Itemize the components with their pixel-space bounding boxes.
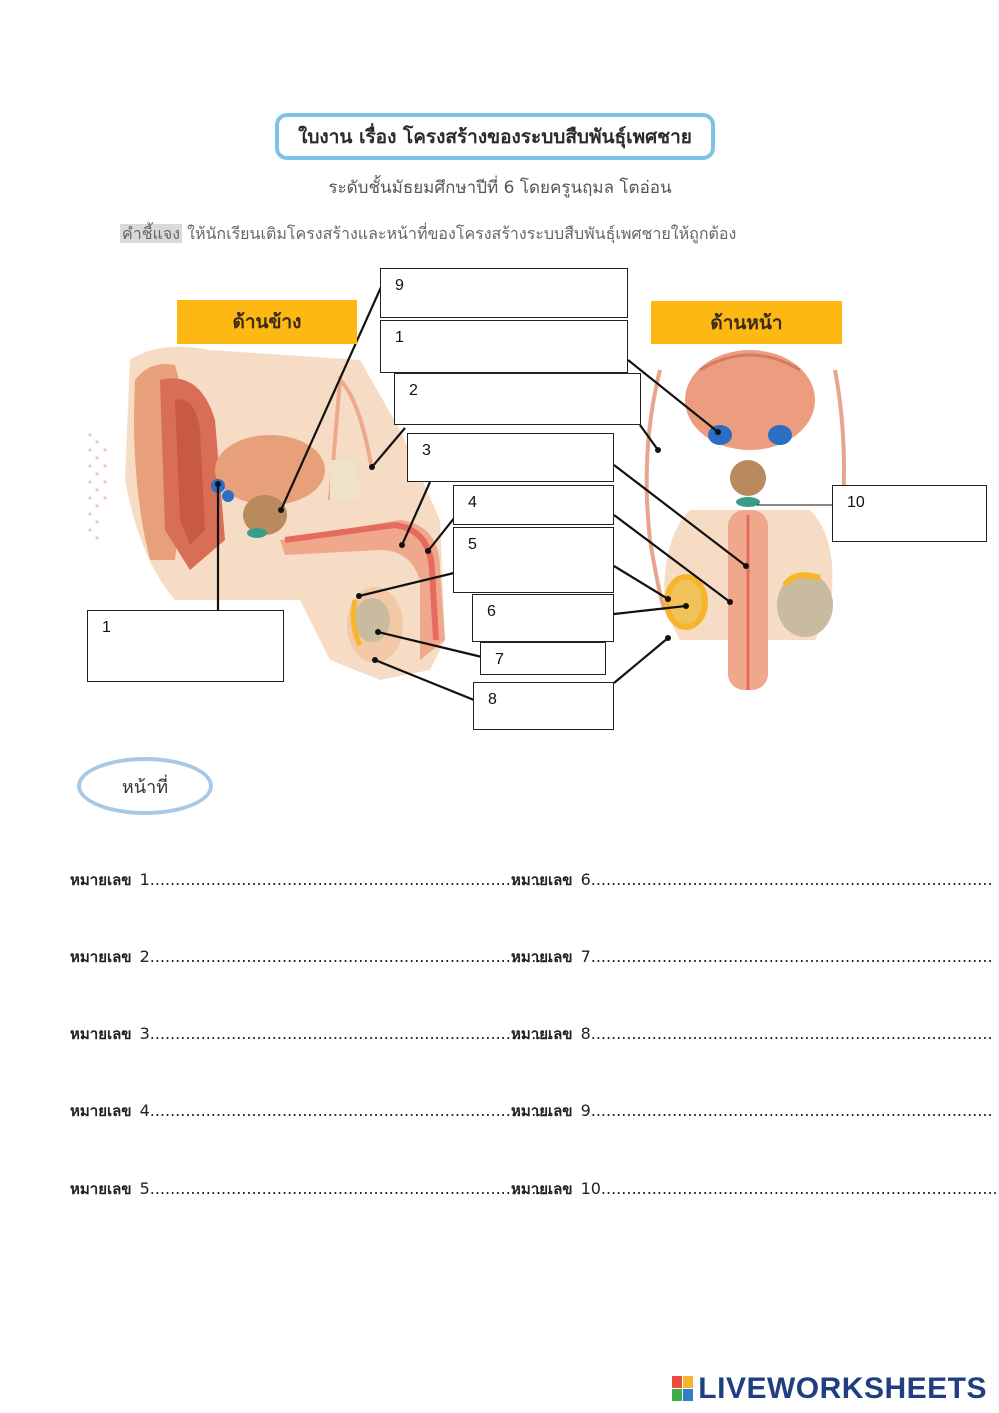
answer-prefix: หมายเลข xyxy=(70,1025,132,1043)
answer-prefix: หมายเลข xyxy=(70,871,132,889)
side-view-label: ด้านข้าง xyxy=(177,300,357,344)
answer-number: 8.......................................… xyxy=(581,1024,993,1043)
answer-number: 4.......................................… xyxy=(140,1101,552,1120)
answer-row-7[interactable]: หมายเลข 7................................… xyxy=(511,945,993,969)
front-view-drawing xyxy=(647,350,844,690)
label-box-7[interactable]: 7 xyxy=(480,642,606,675)
answer-prefix: หมายเลข xyxy=(511,1025,573,1043)
answer-row-6[interactable]: หมายเลข 6................................… xyxy=(511,868,993,892)
answer-prefix: หมายเลข xyxy=(511,948,573,966)
answer-number: 7.......................................… xyxy=(581,947,993,966)
label-box-2[interactable]: 2 xyxy=(394,373,641,425)
answer-number: 2.......................................… xyxy=(140,947,552,966)
answer-number: 3.......................................… xyxy=(140,1024,552,1043)
label-box-3[interactable]: 3 xyxy=(407,433,614,482)
label-box-9[interactable]: 9 xyxy=(380,268,628,318)
label-box-4[interactable]: 4 xyxy=(453,485,614,525)
label-box-5[interactable]: 5 xyxy=(453,527,614,593)
answer-prefix: หมายเลข xyxy=(70,948,132,966)
label-box-1-top[interactable]: 1 xyxy=(380,320,628,373)
answer-prefix: หมายเลข xyxy=(511,871,573,889)
answer-prefix: หมายเลข xyxy=(70,1102,132,1120)
liveworksheets-icon xyxy=(672,1376,694,1402)
answer-row-4[interactable]: หมายเลข 4................................… xyxy=(70,1099,552,1123)
label-box-8[interactable]: 8 xyxy=(473,682,614,730)
label-box-10[interactable]: 10 xyxy=(832,485,987,542)
answer-number: 5.......................................… xyxy=(140,1179,552,1198)
answer-row-1[interactable]: หมายเลข 1................................… xyxy=(70,868,541,892)
answer-row-10[interactable]: หมายเลข 10...............................… xyxy=(511,1177,999,1201)
answer-prefix: หมายเลข xyxy=(511,1180,573,1198)
label-box-1-side[interactable]: 1 xyxy=(87,610,284,682)
label-box-6[interactable]: 6 xyxy=(472,594,614,642)
answer-row-5[interactable]: หมายเลข 5................................… xyxy=(70,1177,552,1201)
duty-heading: หน้าที่ xyxy=(77,757,213,815)
dot-pattern xyxy=(88,433,106,539)
answer-number: 9.......................................… xyxy=(581,1101,993,1120)
answer-row-2[interactable]: หมายเลข 2................................… xyxy=(70,945,552,969)
answer-row-3[interactable]: หมายเลข 3................................… xyxy=(70,1022,552,1046)
answer-number: 6.......................................… xyxy=(581,870,993,889)
answer-row-8[interactable]: หมายเลข 8................................… xyxy=(511,1022,993,1046)
answer-row-9[interactable]: หมายเลข 9................................… xyxy=(511,1099,993,1123)
answer-prefix: หมายเลข xyxy=(70,1180,132,1198)
answer-number: 10......................................… xyxy=(581,1179,999,1198)
brand-name: LIVEWORKSHEETS xyxy=(698,1372,987,1406)
liveworksheets-logo[interactable]: LIVEWORKSHEETS xyxy=(672,1372,987,1406)
answer-number: 1.......................................… xyxy=(140,870,542,889)
front-view-label: ด้านหน้า xyxy=(651,301,842,344)
answer-prefix: หมายเลข xyxy=(511,1102,573,1120)
